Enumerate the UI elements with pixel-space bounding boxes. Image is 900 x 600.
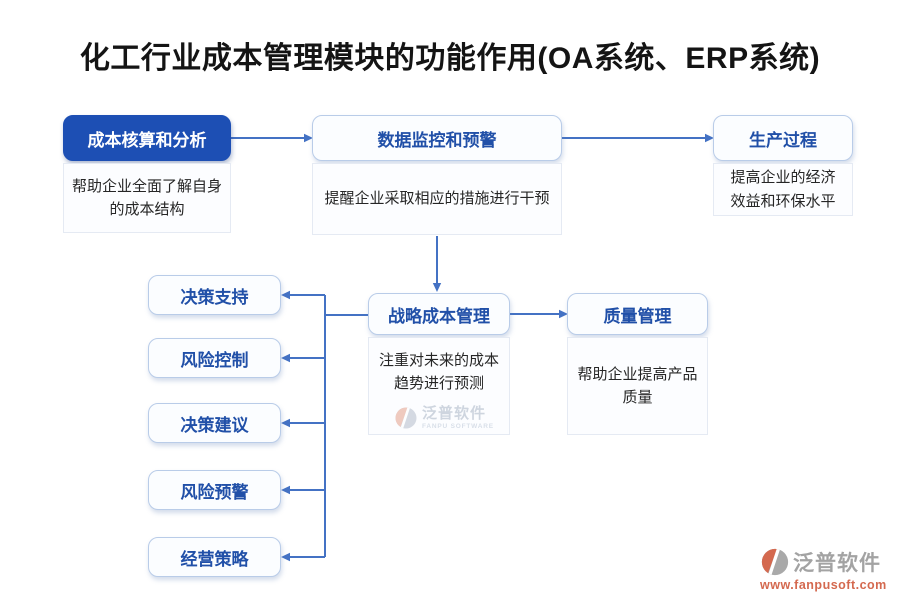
node-strategic-cost-desc: 注重对未来的成本 趋势进行预测 (368, 337, 510, 435)
desc-line: 质量 (622, 389, 653, 406)
desc-line: 的成本结构 (109, 201, 185, 218)
node-strategic-cost: 战略成本管理 (368, 293, 510, 335)
node-risk-warning: 风险预警 (148, 470, 281, 510)
arrowhead-down-icon (432, 283, 442, 292)
node-cost-accounting-desc: 帮助企业全面了解自身 的成本结构 (63, 163, 231, 233)
arrowhead-left-icon (281, 290, 290, 300)
node-cost-accounting: 成本核算和分析 (63, 115, 231, 161)
desc-line: 帮助企业全面了解自身 (71, 177, 222, 195)
desc-line: 注重对未来的成本 (378, 351, 499, 369)
node-data-monitoring: 数据监控和预警 (312, 115, 562, 161)
node-business-strategy: 经营策略 (148, 537, 281, 577)
node-data-monitoring-desc: 提醒企业采取相应的措施进行干预 (312, 163, 562, 235)
watermark-subtitle: FANPU SOFTWARE (422, 422, 494, 430)
watermark-name: 泛普软件 (422, 405, 487, 423)
desc-line: 帮助企业提高产品 (577, 365, 698, 383)
logo-url: www.fanpusoft.com (760, 578, 887, 592)
desc-line: 效益和环保水平 (730, 192, 836, 210)
node-decision-support: 决策支持 (148, 275, 281, 315)
page-title: 化工行业成本管理模块的功能作用(OA系统、ERP系统) (79, 42, 821, 75)
fanpu-logo-icon (395, 407, 417, 429)
node-quality: 质量管理 (567, 293, 708, 335)
desc-line: 趋势进行预测 (393, 375, 484, 392)
node-production-desc: 提高企业的经济 效益和环保水平 (713, 163, 853, 216)
node-risk-control: 风险控制 (148, 338, 281, 378)
arrowhead-left-icon (281, 418, 290, 428)
desc-line: 提高企业的经济 (730, 169, 836, 187)
arrowhead-left-icon (281, 485, 290, 495)
node-quality-desc: 帮助企业提高产品 质量 (567, 337, 708, 435)
fanpu-logo-icon (761, 548, 789, 576)
arrowhead-left-icon (281, 353, 290, 363)
watermark: 泛普软件 FANPU SOFTWARE (394, 401, 494, 435)
node-production: 生产过程 (713, 115, 853, 161)
logo-name: 泛普软件 (793, 552, 881, 575)
arrowhead-left-icon (281, 552, 290, 562)
desc-line: 提醒企业采取相应的措施进行干预 (324, 190, 550, 208)
fanpu-logo: 泛普软件 www.fanpusoft.com (760, 547, 887, 592)
node-decision-advice: 决策建议 (148, 403, 281, 443)
